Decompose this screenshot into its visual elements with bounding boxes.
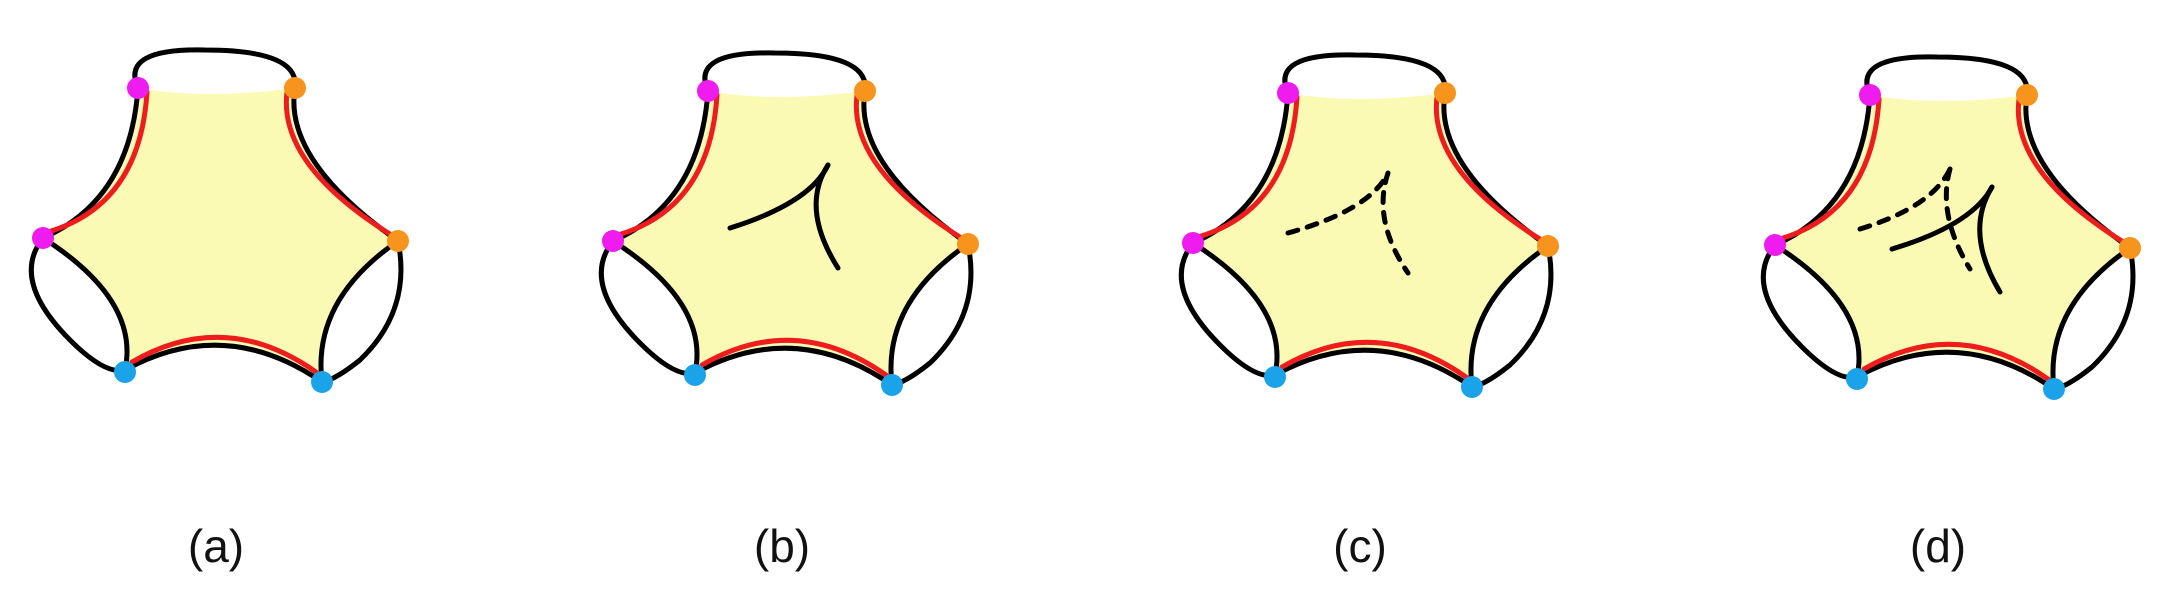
magenta-marker-left bbox=[1764, 234, 1786, 256]
blue-marker-left bbox=[1264, 366, 1286, 388]
panel-label-b: (b) bbox=[754, 520, 810, 572]
panel-label-d: (d) bbox=[1910, 520, 1966, 572]
red-seam-top-right bbox=[853, 92, 966, 242]
orange-marker-top bbox=[854, 80, 876, 102]
orange-marker-right bbox=[2119, 237, 2141, 259]
orange-marker-right bbox=[1537, 235, 1559, 257]
panel-a: (a) bbox=[28, 47, 409, 572]
left-inner bbox=[1190, 240, 1280, 378]
red-seam-bottom bbox=[1861, 341, 2051, 382]
magenta-marker-top bbox=[1859, 84, 1881, 106]
interior-dashed-arc-upper bbox=[1857, 166, 1953, 232]
magenta-marker-top bbox=[127, 77, 149, 99]
red-seam-top-right bbox=[1433, 94, 1546, 244]
panel-d: (d) bbox=[1760, 54, 2141, 572]
right-inner bbox=[888, 241, 971, 388]
seam-bottom-outer bbox=[1272, 347, 1475, 390]
red-seam-bottom bbox=[1279, 339, 1469, 380]
seam-bottom-outer bbox=[1854, 349, 2057, 392]
seam-bottom-outer bbox=[122, 342, 325, 385]
blue-marker-left bbox=[1846, 368, 1868, 390]
red-seam-bottom bbox=[129, 334, 319, 375]
blue-marker-right bbox=[2043, 378, 2065, 400]
magenta-marker-left bbox=[602, 230, 624, 252]
blue-marker-left bbox=[114, 361, 136, 383]
right-cuff bbox=[2051, 245, 2136, 392]
panel-label-c: (c) bbox=[1333, 520, 1387, 572]
blue-marker-left bbox=[684, 364, 706, 386]
left-cuff bbox=[1178, 240, 1278, 379]
right-cuff bbox=[1469, 243, 1554, 390]
orange-marker-right bbox=[387, 230, 409, 252]
left-cuff bbox=[28, 235, 128, 374]
red-seam-bottom bbox=[699, 337, 889, 378]
panel-label-a: (a) bbox=[188, 520, 244, 572]
orange-marker-top bbox=[284, 77, 306, 99]
right-inner bbox=[318, 238, 401, 385]
left-cuff bbox=[1760, 242, 1860, 381]
magenta-marker-left bbox=[32, 227, 54, 249]
orange-marker-top bbox=[1434, 82, 1456, 104]
red-seam-top-right bbox=[2015, 96, 2128, 246]
blue-marker-right bbox=[881, 374, 903, 396]
left-inner bbox=[610, 238, 700, 376]
panel-b: (b) bbox=[598, 50, 979, 572]
interior-dashed-arc-lower bbox=[1380, 170, 1411, 276]
blue-marker-right bbox=[1461, 376, 1483, 398]
red-seam-top-left bbox=[615, 92, 720, 238]
left-inner bbox=[1772, 242, 1862, 380]
orange-marker-top bbox=[2016, 84, 2038, 106]
red-seam-top-left bbox=[1195, 94, 1300, 240]
magenta-marker-left bbox=[1182, 232, 1204, 254]
left-cuff bbox=[598, 238, 698, 377]
magenta-marker-top bbox=[697, 80, 719, 102]
orange-marker-right bbox=[957, 233, 979, 255]
top-cuff bbox=[1864, 54, 2030, 98]
right-inner bbox=[1468, 243, 1551, 390]
red-seam-top-left bbox=[1777, 96, 1882, 242]
panel-c: (c) bbox=[1178, 52, 1559, 572]
right-inner bbox=[2050, 245, 2133, 392]
interior-arc-lower bbox=[1977, 184, 2003, 295]
top-cuff bbox=[702, 50, 868, 94]
right-cuff bbox=[889, 241, 974, 388]
red-seam-top-left bbox=[45, 89, 150, 235]
right-cuff bbox=[319, 238, 404, 385]
top-cuff bbox=[1282, 52, 1448, 96]
left-inner bbox=[40, 235, 130, 373]
interior-arc-lower bbox=[813, 162, 841, 271]
red-seam-top-right bbox=[283, 89, 396, 239]
magenta-marker-top bbox=[1277, 82, 1299, 104]
interior-dashed-arc-lower bbox=[1943, 166, 1973, 272]
top-cuff bbox=[132, 47, 298, 91]
blue-marker-right bbox=[311, 371, 333, 393]
seam-bottom-outer bbox=[692, 345, 895, 388]
